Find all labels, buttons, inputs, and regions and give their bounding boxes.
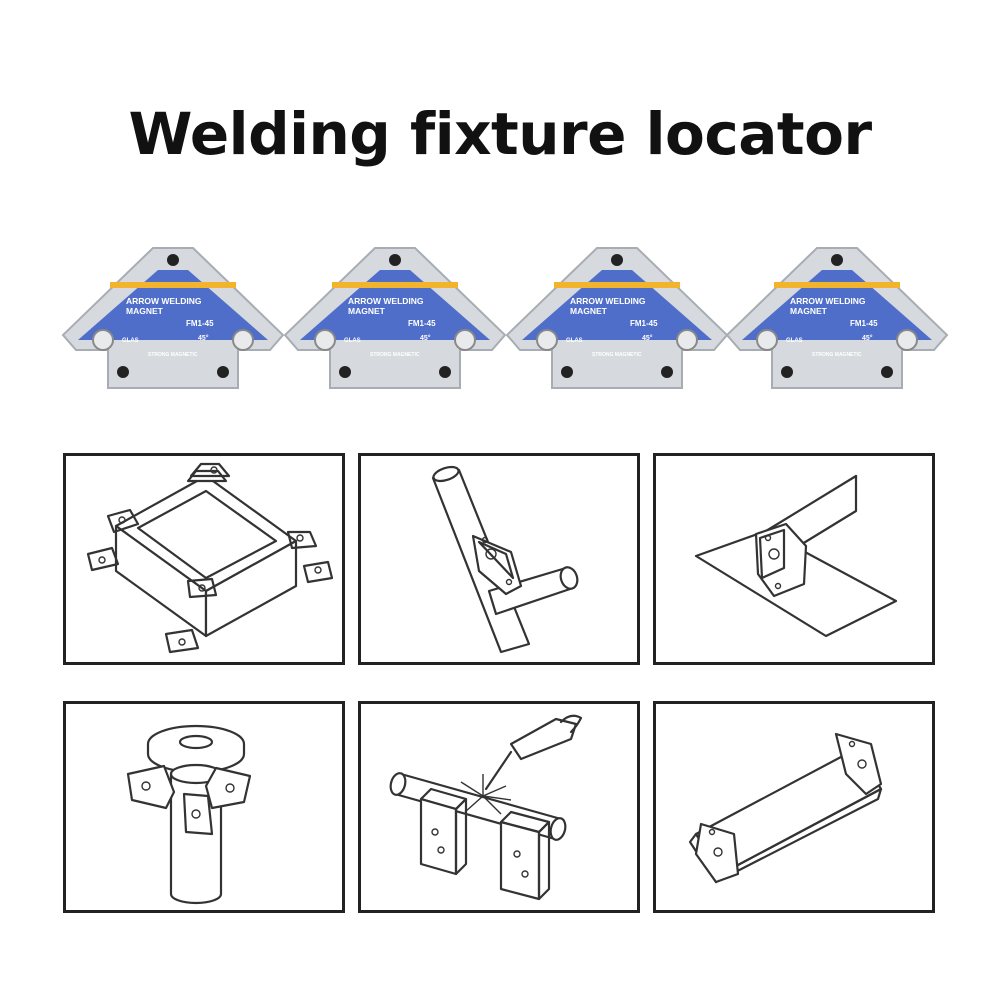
magnet-label-line1: ARROW WELDING xyxy=(348,296,424,306)
magnet-model: FM1-45 xyxy=(630,319,658,328)
page-title: Welding fixture locator xyxy=(128,100,872,168)
usage-panel-welding-torch xyxy=(358,701,640,913)
magnet-brand: GLAS xyxy=(344,338,361,344)
magnet-label-line2: MAGNET xyxy=(790,306,828,316)
welding-torch-illustration-icon xyxy=(389,714,583,901)
magnet-warning: STRONG MAGNETIC xyxy=(370,352,420,358)
magnet-label-line1: ARROW WELDING xyxy=(790,296,866,306)
usage-panel-pipe-flange xyxy=(63,701,345,913)
magnet-angle: 45° xyxy=(198,334,209,342)
arrow-magnet-1: ARROW WELDING MAGNET FM1-45 45° GLAS STR… xyxy=(58,240,288,400)
arrow-magnet-icon: ARROW WELDING MAGNET FM1-45 45° GLAS STR… xyxy=(283,247,507,389)
usage-panel-sheet-corner xyxy=(653,453,935,665)
arrow-magnet-3: ARROW WELDING MAGNET FM1-45 45° GLAS STR… xyxy=(502,240,732,400)
magnet-model: FM1-45 xyxy=(850,319,878,328)
magnet-label-line1: ARROW WELDING xyxy=(126,296,202,306)
magnet-warning: STRONG MAGNETIC xyxy=(812,352,862,358)
tube-joint-illustration-icon xyxy=(431,465,579,654)
sheet-corner-illustration-icon xyxy=(694,474,898,638)
magnet-model: FM1-45 xyxy=(186,319,214,328)
usage-panel-angle-iron xyxy=(653,701,935,913)
magnet-angle: 45° xyxy=(862,334,873,342)
magnet-warning: STRONG MAGNETIC xyxy=(592,352,642,358)
arrow-magnet-icon: ARROW WELDING MAGNET FM1-45 45° GLAS STR… xyxy=(725,247,949,389)
arrow-magnet-icon: ARROW WELDING MAGNET FM1-45 45° GLAS STR… xyxy=(61,247,285,389)
magnet-label-line2: MAGNET xyxy=(570,306,608,316)
magnet-brand: GLAS xyxy=(786,338,803,344)
magnet-model: FM1-45 xyxy=(408,319,436,328)
arrow-magnet-icon: ARROW WELDING MAGNET FM1-45 45° GLAS STR… xyxy=(505,247,729,389)
box-frame-illustration-icon xyxy=(86,462,334,654)
magnet-angle: 45° xyxy=(420,334,431,342)
magnet-label-line2: MAGNET xyxy=(126,306,164,316)
magnet-row: ARROW WELDING MAGNET FM1-45 45° GLAS STR… xyxy=(0,240,1000,400)
magnet-brand: GLAS xyxy=(566,338,583,344)
magnet-angle: 45° xyxy=(642,334,653,342)
arrow-magnet-4: ARROW WELDING MAGNET FM1-45 45° GLAS STR… xyxy=(722,240,952,400)
usage-panel-box-frame xyxy=(63,453,345,665)
magnet-label-line1: ARROW WELDING xyxy=(570,296,646,306)
magnet-brand: GLAS xyxy=(122,338,139,344)
pipe-flange-illustration-icon xyxy=(126,724,252,905)
usage-panel-tube-joint xyxy=(358,453,640,665)
arrow-magnet-2: ARROW WELDING MAGNET FM1-45 45° GLAS STR… xyxy=(280,240,510,400)
magnet-label-line2: MAGNET xyxy=(348,306,386,316)
magnet-warning: STRONG MAGNETIC xyxy=(148,352,198,358)
angle-iron-illustration-icon xyxy=(688,732,883,884)
